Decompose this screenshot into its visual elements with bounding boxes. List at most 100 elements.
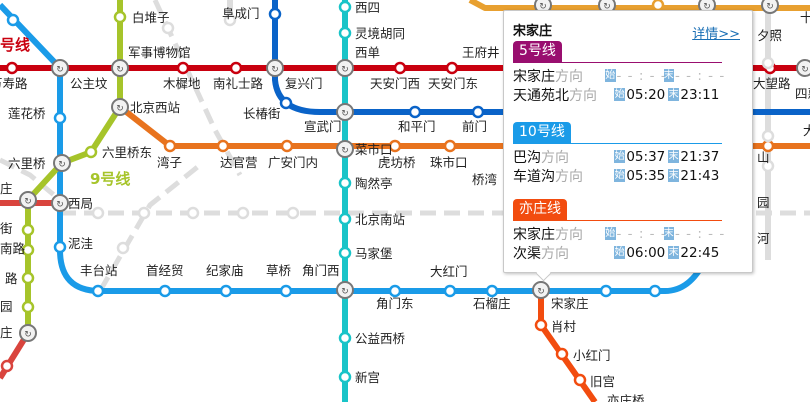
station-label[interactable]: 白堆子: [132, 10, 170, 25]
station-label[interactable]: 街: [0, 221, 13, 236]
station-label[interactable]: 湾子: [157, 155, 182, 170]
station-marker[interactable]: [0, 359, 14, 373]
station-label[interactable]: 大红门: [430, 264, 468, 279]
station-label[interactable]: 长椿街: [243, 106, 281, 121]
station-marker[interactable]: [338, 370, 352, 384]
station-marker[interactable]: [555, 347, 569, 361]
station-marker[interactable]: [216, 139, 230, 153]
station-marker[interactable]: [5, 61, 19, 75]
station-marker[interactable]: [388, 284, 402, 298]
station-marker[interactable]: [534, 318, 548, 332]
station-marker[interactable]: [408, 105, 422, 119]
station-marker[interactable]: [445, 61, 459, 75]
station-label[interactable]: 虎坊桥: [378, 155, 416, 170]
station-marker[interactable]: [163, 139, 177, 153]
station-marker[interactable]: [338, 26, 352, 40]
station-marker[interactable]: [137, 206, 151, 220]
station-marker[interactable]: [393, 61, 407, 75]
transfer-station-icon[interactable]: [336, 140, 354, 158]
station-label[interactable]: 公主坟: [70, 76, 108, 91]
station-label[interactable]: 新宫: [355, 370, 380, 385]
station-label[interactable]: 河: [757, 231, 770, 246]
station-marker[interactable]: [573, 373, 587, 387]
station-label[interactable]: 南路: [0, 241, 26, 256]
station-label[interactable]: 丰台站: [80, 263, 118, 278]
transfer-station-icon[interactable]: [19, 324, 37, 342]
station-marker[interactable]: [186, 206, 200, 220]
transfer-station-icon[interactable]: [336, 281, 354, 299]
station-label[interactable]: 万寿路: [0, 76, 28, 91]
station-marker[interactable]: [648, 284, 662, 298]
station-label[interactable]: 旧宫: [590, 374, 615, 389]
transfer-station-icon[interactable]: [336, 59, 354, 77]
station-label[interactable]: 六里桥东: [102, 145, 152, 160]
station-label[interactable]: 菜市口: [355, 142, 393, 157]
station-label[interactable]: 十: [800, 10, 810, 25]
station-marker[interactable]: [176, 61, 190, 75]
station-marker[interactable]: [485, 284, 499, 298]
station-label[interactable]: 山: [757, 150, 770, 165]
transfer-station-icon[interactable]: [796, 59, 810, 77]
station-label[interactable]: 公益西桥: [355, 331, 406, 346]
station-label[interactable]: 军事博物馆: [128, 45, 191, 60]
station-label[interactable]: 西四: [355, 0, 380, 15]
transfer-station-icon[interactable]: [761, 0, 779, 14]
station-label[interactable]: 肖村: [551, 319, 577, 334]
station-label[interactable]: 天安门西: [370, 76, 420, 91]
station-label[interactable]: 石榴庄: [473, 296, 511, 311]
transfer-station-icon[interactable]: [111, 98, 129, 116]
station-label[interactable]: 西单: [355, 45, 380, 60]
station-marker[interactable]: [21, 243, 35, 257]
station-label[interactable]: 广安门内: [268, 155, 318, 170]
station-marker[interactable]: [158, 284, 172, 298]
station-marker[interactable]: [279, 96, 293, 110]
station-marker[interactable]: [91, 284, 105, 298]
station-label[interactable]: 阜成门: [222, 6, 260, 21]
transfer-station-icon[interactable]: [336, 103, 354, 121]
station-marker[interactable]: [236, 206, 250, 220]
station-label[interactable]: 大望路: [753, 76, 791, 91]
station-marker[interactable]: [279, 284, 293, 298]
station-marker[interactable]: [761, 129, 775, 143]
station-marker[interactable]: [599, 284, 613, 298]
station-label[interactable]: 王府井: [462, 45, 500, 60]
station-marker[interactable]: [113, 10, 127, 24]
station-marker[interactable]: [280, 139, 294, 153]
station-marker[interactable]: [338, 176, 352, 190]
station-marker[interactable]: [651, 0, 665, 12]
station-label[interactable]: 大: [803, 123, 810, 138]
station-label[interactable]: 桥湾: [472, 172, 497, 187]
station-label[interactable]: 和平门: [398, 119, 436, 134]
station-marker[interactable]: [268, 7, 282, 21]
station-label[interactable]: 庄: [0, 181, 13, 196]
station-marker[interactable]: [91, 206, 105, 220]
station-label[interactable]: 木樨地: [163, 76, 201, 91]
station-label[interactable]: 园: [0, 299, 13, 314]
transfer-station-icon[interactable]: [51, 194, 69, 212]
transfer-station-icon[interactable]: [111, 59, 129, 77]
station-marker[interactable]: [84, 145, 98, 159]
station-label[interactable]: 前门: [462, 119, 487, 134]
station-label[interactable]: 北京西站: [130, 100, 180, 115]
station-label[interactable]: 复兴门: [285, 76, 323, 91]
station-label[interactable]: 角门东: [376, 296, 414, 311]
details-link[interactable]: 详情>>: [692, 27, 740, 42]
station-label[interactable]: 园: [757, 195, 770, 210]
station-label[interactable]: 天安门东: [428, 76, 478, 91]
station-marker[interactable]: [471, 105, 485, 119]
station-marker[interactable]: [286, 206, 300, 220]
station-marker[interactable]: [338, 331, 352, 345]
station-marker[interactable]: [761, 159, 775, 173]
station-label[interactable]: 宋家庄: [551, 296, 589, 311]
station-label[interactable]: 南礼士路: [213, 76, 264, 91]
station-marker[interactable]: [229, 61, 243, 75]
station-label[interactable]: 六里桥: [8, 156, 46, 171]
station-label[interactable]: 角门西: [302, 263, 340, 278]
station-marker[interactable]: [53, 111, 67, 125]
station-label[interactable]: 路: [5, 271, 18, 286]
station-label[interactable]: 陶然亭: [355, 176, 393, 191]
station-label[interactable]: 小红门: [573, 348, 611, 363]
station-marker[interactable]: [338, 246, 352, 260]
station-marker[interactable]: [116, 241, 130, 255]
